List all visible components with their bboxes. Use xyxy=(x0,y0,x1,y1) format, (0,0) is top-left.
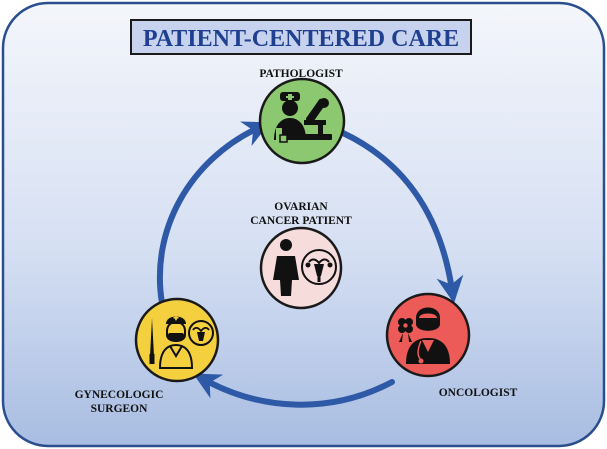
arrow-pathologist-to-oncologist xyxy=(340,130,464,304)
doctor-with-ribbon-icon xyxy=(398,307,450,364)
arrow-surgeon-to-pathologist xyxy=(156,121,271,306)
pathologist-node: PATHOLOGIST xyxy=(258,68,346,165)
surgeon-node: GYNECOLOGIC SURGEON xyxy=(75,297,220,415)
center-label-line2: CANCER PATIENT xyxy=(250,215,352,227)
surgeon-label-line2: SURGEON xyxy=(91,403,149,415)
woman-with-uterus-icon xyxy=(273,239,337,296)
patient-node: OVARIAN CANCER PATIENT xyxy=(250,201,352,310)
arrow-oncologist-to-surgeon xyxy=(193,373,395,408)
surgeon-with-scalpel-and-uterus-icon xyxy=(149,315,214,369)
title-text: PATIENT-CENTERED CARE xyxy=(143,26,459,52)
title-box: PATIENT-CENTERED CARE xyxy=(130,19,472,55)
surgeon-label-line1: GYNECOLOGIC xyxy=(75,389,164,401)
oncologist-label: ONCOLOGIST xyxy=(439,387,518,399)
center-label-line1: OVARIAN xyxy=(274,201,328,213)
cycle-arrows xyxy=(156,121,464,408)
oncologist-node: ONCOLOGIST xyxy=(385,292,518,399)
doctor-with-microscope-icon xyxy=(274,92,332,143)
pathologist-label: PATHOLOGIST xyxy=(259,68,343,80)
